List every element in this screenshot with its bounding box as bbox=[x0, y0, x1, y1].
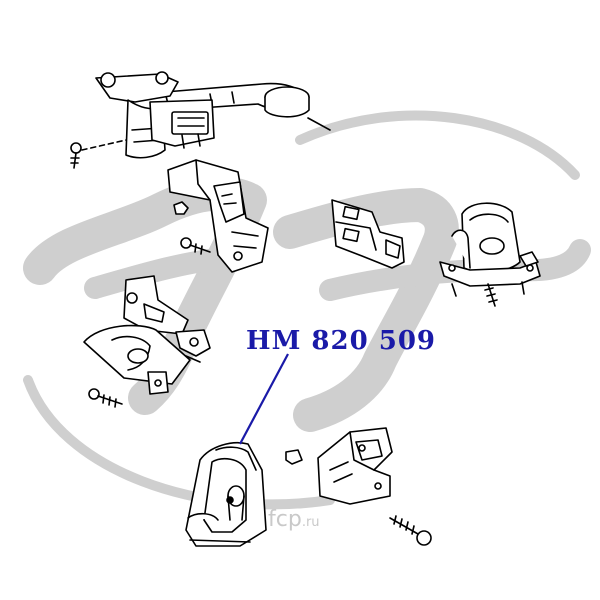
watermark-site: fcp bbox=[268, 507, 302, 532]
front-mount-bracket bbox=[167, 159, 269, 273]
watermark-text: fcp.ru bbox=[268, 507, 320, 532]
part-number-label: HM 820 509 bbox=[246, 326, 436, 356]
watermark-tld: .ru bbox=[301, 515, 320, 530]
watermark-logo bbox=[23, 110, 591, 510]
rear-mount-bracket bbox=[317, 427, 432, 546]
small-side-bracket bbox=[331, 199, 405, 269]
left-engine-mount bbox=[83, 275, 211, 408]
rear-engine-mount bbox=[185, 442, 303, 547]
callout-leader-line bbox=[239, 353, 289, 445]
right-engine-mount bbox=[439, 202, 541, 307]
upper-mount-bracket-assembly bbox=[70, 71, 331, 169]
